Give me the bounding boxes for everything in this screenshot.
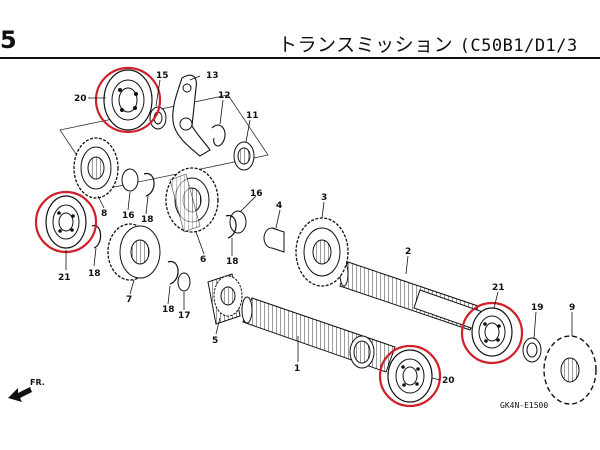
- washer-17: [177, 272, 191, 292]
- callout-4: 4: [276, 201, 282, 211]
- callout-18-center: 18: [162, 305, 175, 315]
- direction-label: FR.: [30, 378, 45, 387]
- callout-1: 1: [294, 364, 300, 374]
- title-model-codes: (C50B1/D1/3: [459, 36, 578, 56]
- washer-16-left: [121, 168, 139, 192]
- callout-20-bottom: 20: [442, 376, 455, 386]
- callout-17: 17: [178, 311, 191, 321]
- callout-21-right: 21: [492, 283, 505, 293]
- page-title: トランスミッション (C50B1/D1/3: [278, 30, 578, 57]
- circlip-18-left: [143, 173, 155, 197]
- callout-9: 9: [569, 303, 575, 313]
- bearing-21-left: [45, 195, 87, 249]
- callout-5: 5: [212, 336, 218, 346]
- front-direction-arrow: FR.: [8, 378, 45, 402]
- oil-seal-19: [522, 337, 542, 363]
- mainshaft-1: [241, 296, 396, 373]
- callout-20-top: 20: [74, 94, 87, 104]
- gear-bushing-11: [233, 141, 255, 171]
- callout-18-mid: 18: [226, 257, 239, 267]
- washer-16-center: [229, 210, 247, 234]
- gear-5: [207, 273, 243, 325]
- callout-3: 3: [321, 193, 327, 203]
- gear-6: [165, 167, 219, 233]
- callout-16-left: 16: [122, 211, 135, 221]
- callout-6: 6: [200, 255, 206, 265]
- highlight-bearing-20-top: [94, 66, 162, 134]
- drive-sprocket-9: [543, 335, 597, 405]
- circlip-18-bearing: [91, 225, 102, 249]
- bushing-4: [263, 227, 285, 253]
- diagram-code: GK4N-E1500: [500, 401, 548, 410]
- highlight-bearing-20-bottom: [378, 344, 442, 408]
- gear-8: [73, 137, 119, 199]
- callout-19: 19: [531, 303, 544, 313]
- gear-7: [107, 223, 161, 281]
- shift-plate-13: [172, 74, 211, 157]
- header-rule: [0, 57, 600, 59]
- callout-18-left: 18: [141, 215, 154, 225]
- callout-12: 12: [218, 91, 231, 101]
- callout-18-bearing: 18: [88, 269, 101, 279]
- bearing-20-bottom: [387, 349, 433, 403]
- callout-21-left: 21: [58, 273, 71, 283]
- section-number: 5: [0, 26, 17, 54]
- circlip-18-mid: [225, 215, 237, 239]
- callout-15: 15: [156, 71, 169, 81]
- callout-7: 7: [126, 295, 132, 305]
- callout-16-center: 16: [250, 189, 263, 199]
- bearing-21-right: [471, 307, 513, 357]
- callout-2: 2: [405, 247, 411, 257]
- leader-lines: [65, 75, 573, 381]
- highlight-circles: [34, 66, 524, 408]
- circlip-18-center: [167, 261, 179, 285]
- highlight-bearing-21-right: [460, 301, 524, 365]
- callout-8: 8: [101, 209, 107, 219]
- clip-12: [211, 124, 226, 147]
- callout-13: 13: [206, 71, 219, 81]
- bearing-20-top: [103, 69, 153, 131]
- callout-11: 11: [246, 111, 259, 121]
- title-japanese: トランスミッション: [278, 34, 454, 56]
- gear-3: [295, 217, 349, 287]
